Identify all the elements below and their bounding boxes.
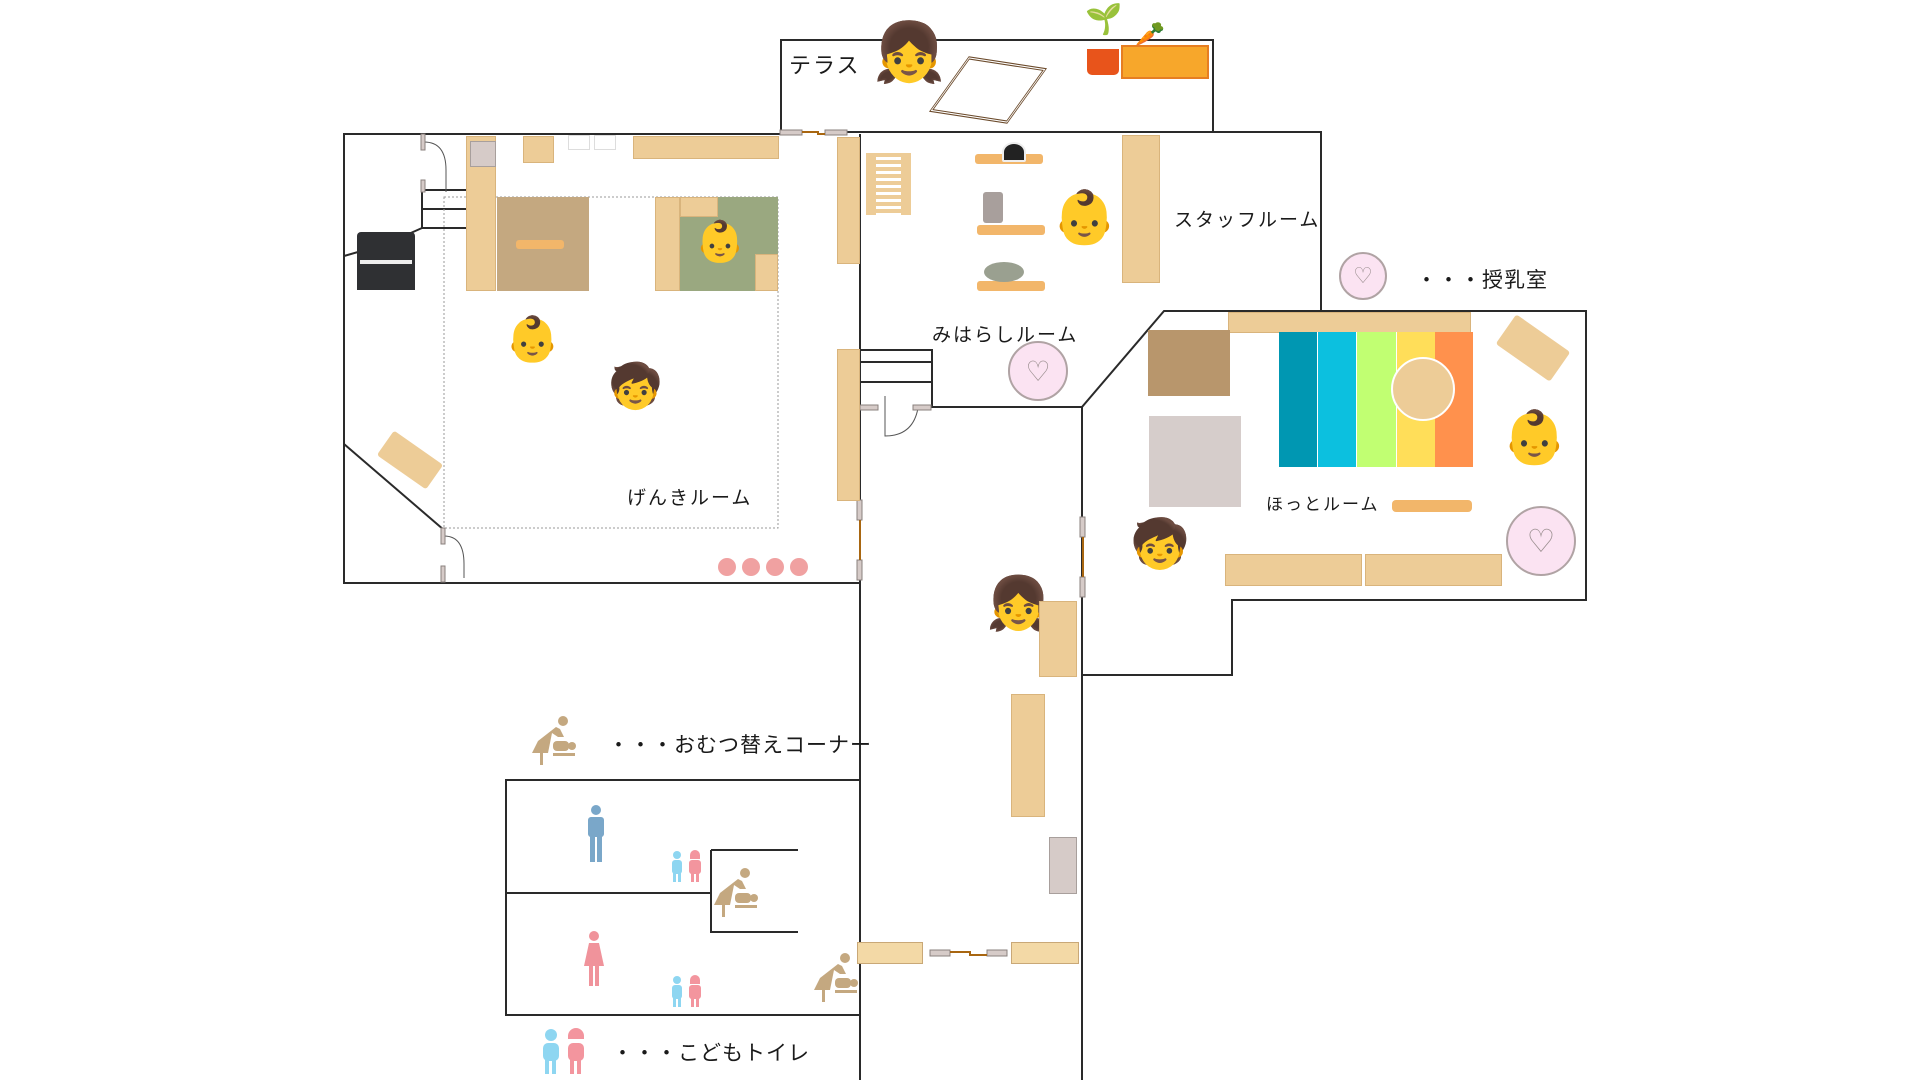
male-toilet-icon xyxy=(588,805,604,862)
hotto-top-shelf xyxy=(1228,312,1471,333)
table-icon xyxy=(977,281,1045,291)
legend-nursing-label: ・・・授乳室 xyxy=(1416,268,1548,292)
carrot-icon: 🥕 xyxy=(1135,20,1165,48)
shelf xyxy=(680,197,718,217)
legend-diaper-label: ・・・おむつ替えコーナー xyxy=(608,733,872,757)
diaper-changing-icon xyxy=(714,868,758,917)
sink-icon xyxy=(470,141,496,167)
wall-shelf xyxy=(837,349,860,501)
low-table-icon xyxy=(516,240,564,249)
legend-kids-toilet-label: ・・・こどもトイレ xyxy=(612,1041,810,1065)
baby-standing-illustration: 🧒 xyxy=(608,361,663,412)
mat-stripe-green xyxy=(1357,332,1397,467)
onigiri-icon xyxy=(1002,142,1026,162)
room-label-hotto: ほっとルーム xyxy=(1266,495,1380,515)
sink-icon xyxy=(1049,837,1077,894)
low-table-icon xyxy=(1392,500,1472,512)
tomato-planter-icon xyxy=(1087,49,1119,75)
piano-keys xyxy=(360,260,412,264)
baby-with-bottle-illustration: 👶 xyxy=(1052,188,1117,248)
room-label-staff: スタッフルーム xyxy=(1174,209,1321,231)
stroller-icon xyxy=(718,558,736,576)
wall-shelf xyxy=(837,137,860,264)
corridor-shelf xyxy=(1011,694,1045,817)
nursing-room-icon[interactable]: ♡ xyxy=(1008,341,1068,401)
room-label-genki: げんきルーム xyxy=(627,487,753,509)
diaper-changing-icon xyxy=(532,716,576,765)
cardboard-partition xyxy=(1148,330,1230,396)
baby-with-toy-car-illustration: 🧒 xyxy=(1130,516,1190,572)
vegetable-planter-icon xyxy=(1121,45,1209,79)
mat-stripe-teal xyxy=(1279,332,1319,467)
table-icon xyxy=(977,225,1045,235)
kids-toilet-icon xyxy=(543,1028,584,1074)
diaper-changing-icon xyxy=(814,953,858,1002)
stroller-icon xyxy=(790,558,808,576)
nursing-room-icon: ♡ xyxy=(1339,252,1387,300)
small-shelf xyxy=(523,136,554,163)
kids-toilet-icon xyxy=(672,850,701,882)
gray-mat xyxy=(1149,416,1241,507)
room-label-mihara: みはらしルーム xyxy=(932,324,1079,346)
crib-icon xyxy=(866,153,911,215)
wooden-gate-right xyxy=(1011,942,1079,964)
walking-baby-illustration: 👧 xyxy=(873,18,946,86)
room-label-terrace: テラス xyxy=(789,54,861,79)
stroller-icon xyxy=(742,558,760,576)
female-toilet-icon xyxy=(584,931,604,986)
staff-shelf xyxy=(1122,135,1160,283)
wall-shelf-top xyxy=(633,136,779,159)
stroller-icon xyxy=(766,558,784,576)
round-cushion xyxy=(1391,357,1455,421)
shelf xyxy=(655,197,680,291)
kids-toilet-icon xyxy=(672,975,701,1007)
slippers-icon xyxy=(594,135,616,150)
nursing-room-icon[interactable]: ♡ xyxy=(1506,506,1576,576)
bench-shelf xyxy=(1365,554,1502,586)
tomato-plant-icon: 🌱 xyxy=(1085,2,1123,37)
strollers-row xyxy=(718,558,818,580)
baby-with-duck-illustration: 👶 xyxy=(505,314,560,365)
sleeping-baby-illustration: 👶 xyxy=(695,219,745,265)
baby-with-ball-illustration: 👶 xyxy=(1502,408,1567,468)
baby-food-jar-icon xyxy=(983,192,1003,223)
slippers-icon xyxy=(568,135,590,150)
lunch-plate-icon xyxy=(984,262,1024,282)
shelf xyxy=(755,254,778,291)
wooden-gate-left xyxy=(857,942,923,964)
mat-stripe-cyan xyxy=(1318,332,1358,467)
corridor-shelf xyxy=(1039,601,1077,677)
bench-shelf xyxy=(1225,554,1362,586)
